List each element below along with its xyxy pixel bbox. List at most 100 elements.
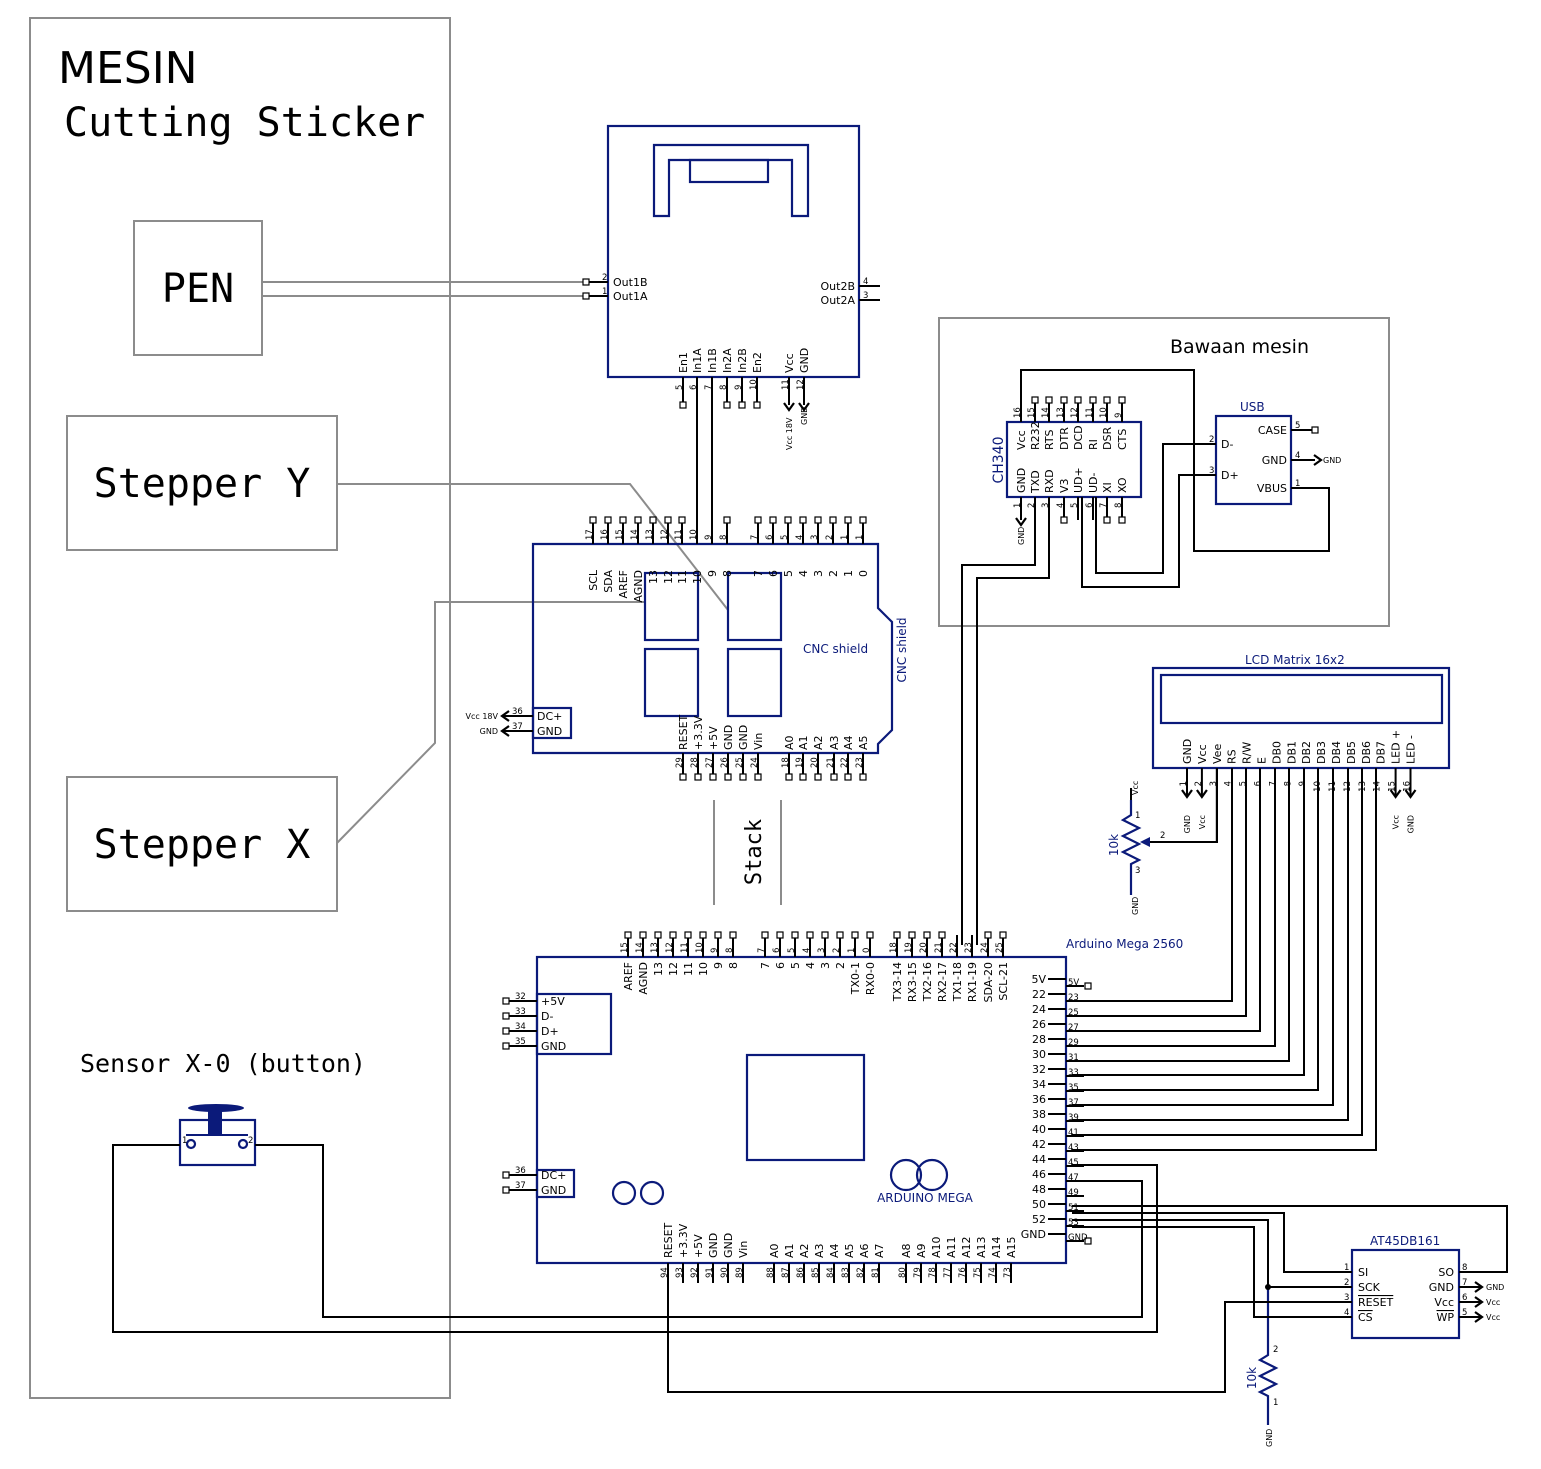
pin-pad[interactable] [502,1186,510,1194]
pin-pad[interactable] [664,516,672,524]
pin-pad[interactable] [799,516,807,524]
pin-pad[interactable] [785,773,793,781]
pin-pad[interactable] [639,931,647,939]
pin-pad[interactable] [502,1027,510,1035]
pin-pad[interactable] [699,931,707,939]
pin-pad[interactable] [799,773,807,781]
pin-pad[interactable] [814,773,822,781]
pin-pad[interactable] [729,931,737,939]
pin-pad[interactable] [784,516,792,524]
pin-pad[interactable] [684,931,692,939]
pin-pad[interactable] [761,931,769,939]
pin-pad[interactable] [1103,516,1111,524]
pin-pad[interactable] [624,931,632,939]
pin-pad[interactable] [502,1012,510,1020]
pin-pad[interactable] [821,931,829,939]
pin-pad[interactable] [1060,516,1068,524]
pin-pad[interactable] [1084,1237,1092,1245]
pin-pad[interactable] [1074,396,1082,404]
arduino-power-block [535,1168,576,1199]
pulldown-resistor[interactable] [1257,1287,1279,1425]
pin-pad[interactable] [723,516,731,524]
bawaan-mesin-label: Bawaan mesin [1170,336,1309,358]
pin-pad[interactable] [844,773,852,781]
pin-pad[interactable] [502,1042,510,1050]
wiper-arrow-icon [1140,837,1150,847]
pin-pad[interactable] [923,931,931,939]
pin-pad[interactable] [723,401,731,409]
pin-name: AREF [622,962,635,990]
pin-pad[interactable] [814,516,822,524]
pin-pad[interactable] [1103,396,1111,404]
pin-number: 90 [720,1267,730,1278]
pin-pad[interactable] [859,516,867,524]
pin-pad[interactable] [859,773,867,781]
pin-number: 6 [689,385,699,390]
pin-pad[interactable] [1045,396,1053,404]
pin-pad[interactable] [669,931,677,939]
pin-pad[interactable] [1031,396,1039,404]
pin-pad[interactable] [1118,396,1126,404]
pin-pad[interactable] [851,931,859,939]
pin-pad[interactable] [1060,396,1068,404]
pin-pad[interactable] [604,516,612,524]
pin-pad[interactable] [1311,426,1319,434]
pin-name: RXD [1043,469,1056,493]
potentiometer[interactable] [1120,800,1142,895]
pin-pad[interactable] [502,1171,510,1179]
pin-name: WP [1436,1311,1454,1324]
pen-box[interactable] [133,220,263,356]
pin-pad[interactable] [582,292,590,300]
pin-pad[interactable] [589,516,597,524]
pin-name: 6 [767,570,780,577]
pin-number: 36 [515,1166,526,1176]
pin-pad[interactable] [714,931,722,939]
pin-pad[interactable] [649,516,657,524]
pin-pad[interactable] [830,773,838,781]
pin-pad[interactable] [654,931,662,939]
pin-pad[interactable] [679,773,687,781]
pin-pad[interactable] [724,773,732,781]
pin-pad[interactable] [738,401,746,409]
pin-pad[interactable] [1084,982,1092,990]
pin-name: A14 [990,1236,1003,1258]
pin-name: A7 [873,1243,886,1258]
pin-pad[interactable] [908,931,916,939]
pin-pad[interactable] [502,997,510,1005]
pin-number: 1 [847,948,857,953]
pin-name: 2 [834,962,847,969]
pin-pad[interactable] [776,931,784,939]
pin-pad[interactable] [709,773,717,781]
pin-pad[interactable] [678,516,686,524]
pin-number: 88 [766,1267,776,1278]
pin-pad[interactable] [1089,396,1097,404]
pin-pad[interactable] [753,401,761,409]
pin-pad[interactable] [634,516,642,524]
pin-number: 4 [1224,781,1234,786]
pin-pad[interactable] [582,278,590,286]
pin-pad[interactable] [754,773,762,781]
pin-pad[interactable] [999,931,1007,939]
pin-name: 4 [804,962,817,969]
pin-number: 12 [1070,407,1080,418]
pin-pad[interactable] [619,516,627,524]
pin-pad[interactable] [739,773,747,781]
push-button[interactable] [178,1104,257,1167]
pin-pad[interactable] [866,931,874,939]
pin-pad[interactable] [836,931,844,939]
pin-pad[interactable] [1118,516,1126,524]
pin-pad[interactable] [893,931,901,939]
pin-pad[interactable] [984,931,992,939]
pin-pad[interactable] [791,931,799,939]
pin-pad[interactable] [938,931,946,939]
stepper-x-box[interactable] [66,776,338,912]
pin-name: RTS [1043,429,1056,450]
pin-pad[interactable] [769,516,777,524]
pin-pad[interactable] [694,773,702,781]
pin-pad[interactable] [679,401,687,409]
pin-pad[interactable] [754,516,762,524]
pin-pad[interactable] [844,516,852,524]
pin-pad[interactable] [806,931,814,939]
pin-name: GND [737,725,750,750]
pin-pad[interactable] [829,516,837,524]
